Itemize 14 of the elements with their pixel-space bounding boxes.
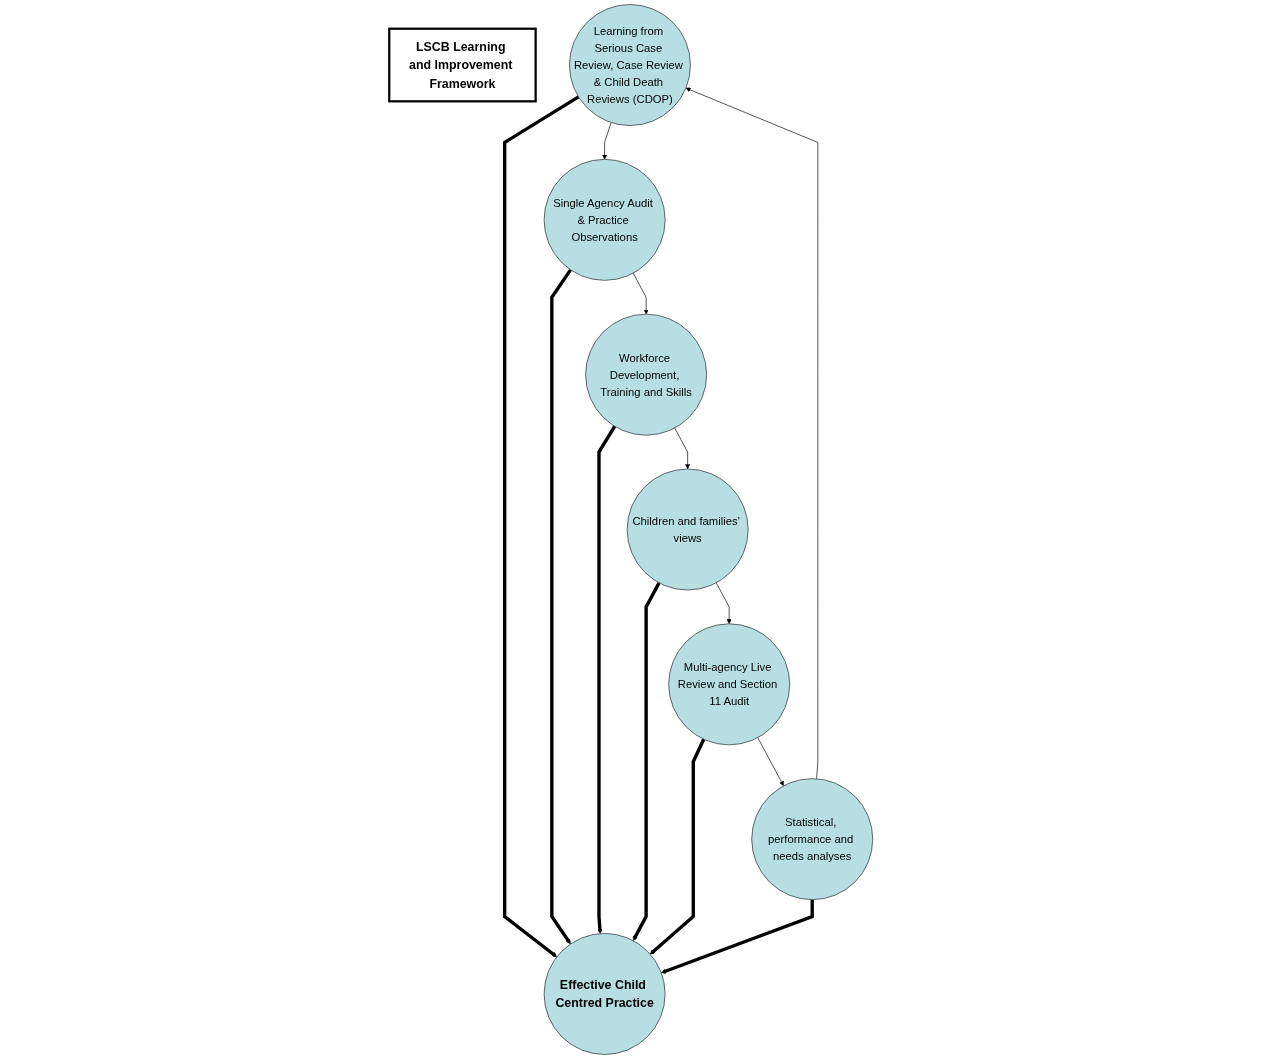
arrow bbox=[632, 582, 661, 941]
arrow bbox=[503, 95, 580, 958]
node-circle: Effective Child Centred Practice bbox=[543, 933, 666, 1055]
node-circle: Statistical, performance and needs analyses bbox=[751, 778, 873, 900]
arrow bbox=[550, 268, 572, 945]
node-circle: Learning from Serious Case Review, Case Review & Child Death Reviews (CDOP) bbox=[569, 4, 691, 126]
node-circle: Multi-agency Live Review and Section 11 Audit bbox=[668, 623, 790, 746]
arrow bbox=[597, 425, 617, 934]
arrow bbox=[650, 738, 706, 955]
node-circle: Single Agency Audit & Practice Observations bbox=[543, 159, 666, 281]
node-circle: Children and families’ views bbox=[626, 468, 749, 591]
arrow bbox=[661, 899, 814, 974]
node-circle: Workforce Development, Training and Skills bbox=[585, 313, 707, 436]
node-box: LSCB Learning and Improvement Framework bbox=[388, 27, 537, 103]
